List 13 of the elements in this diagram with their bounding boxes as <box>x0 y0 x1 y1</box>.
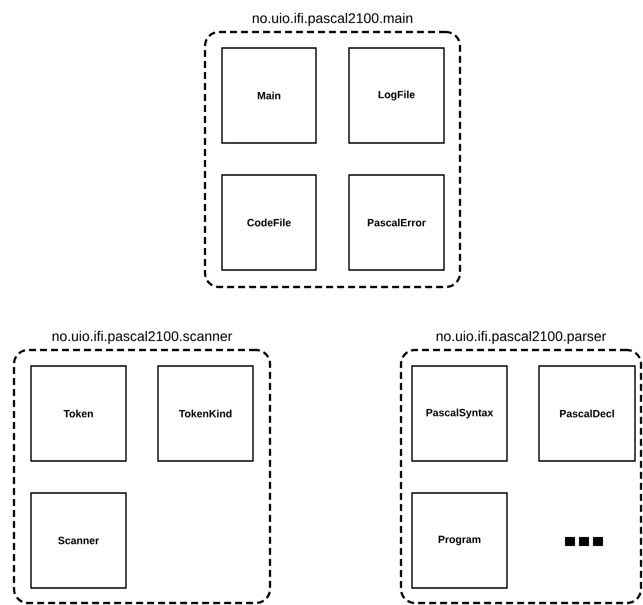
package-title: no.uio.ifi.pascal2100.main <box>252 12 412 26</box>
class-box: Program <box>411 492 508 589</box>
package-title: no.uio.ifi.pascal2100.scanner <box>52 330 232 344</box>
class-box: PascalSyntax <box>411 365 508 462</box>
class-box: Scanner <box>30 492 127 589</box>
class-box: PascalError <box>348 174 445 271</box>
class-box: Token <box>30 365 127 462</box>
class-box: LogFile <box>348 47 445 144</box>
class-box: PascalDecl <box>538 365 636 462</box>
class-box: CodeFile <box>221 174 317 271</box>
package-title: no.uio.ifi.pascal2100.parser <box>436 330 606 344</box>
class-box: Main <box>221 47 317 144</box>
class-box: TokenKind <box>157 365 254 462</box>
